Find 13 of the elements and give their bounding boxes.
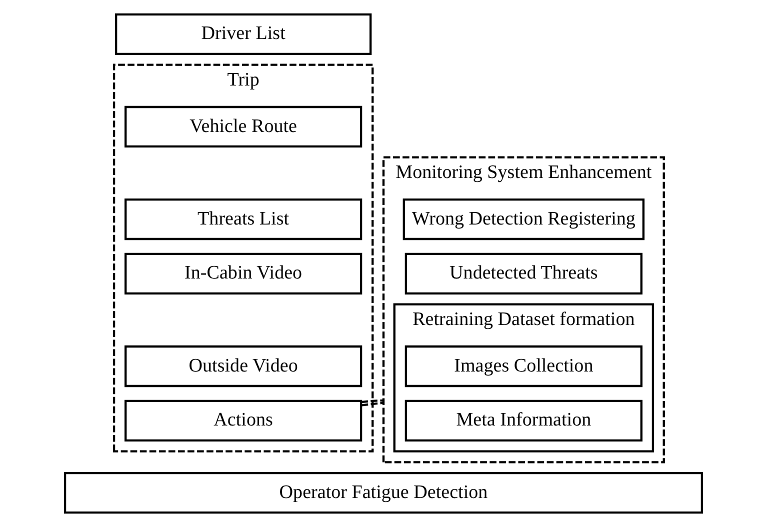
node-box: Actions [124,399,362,442]
connector [361,398,384,403]
node-box: Vehicle Route [124,105,362,148]
connector [361,401,384,406]
node-box: In-Cabin Video [124,252,362,294]
node-box: Threats List [124,198,362,240]
node-box: Wrong Detection Registering [402,198,645,240]
node-box: Undetected Threats [404,252,642,294]
node-box: Images Collection [404,344,642,387]
node-box: Meta Information [404,399,642,442]
node-box: Outside Video [124,344,362,387]
node-box: Driver List [114,12,372,54]
node-box: Operator Fatigue Detection [64,472,704,514]
